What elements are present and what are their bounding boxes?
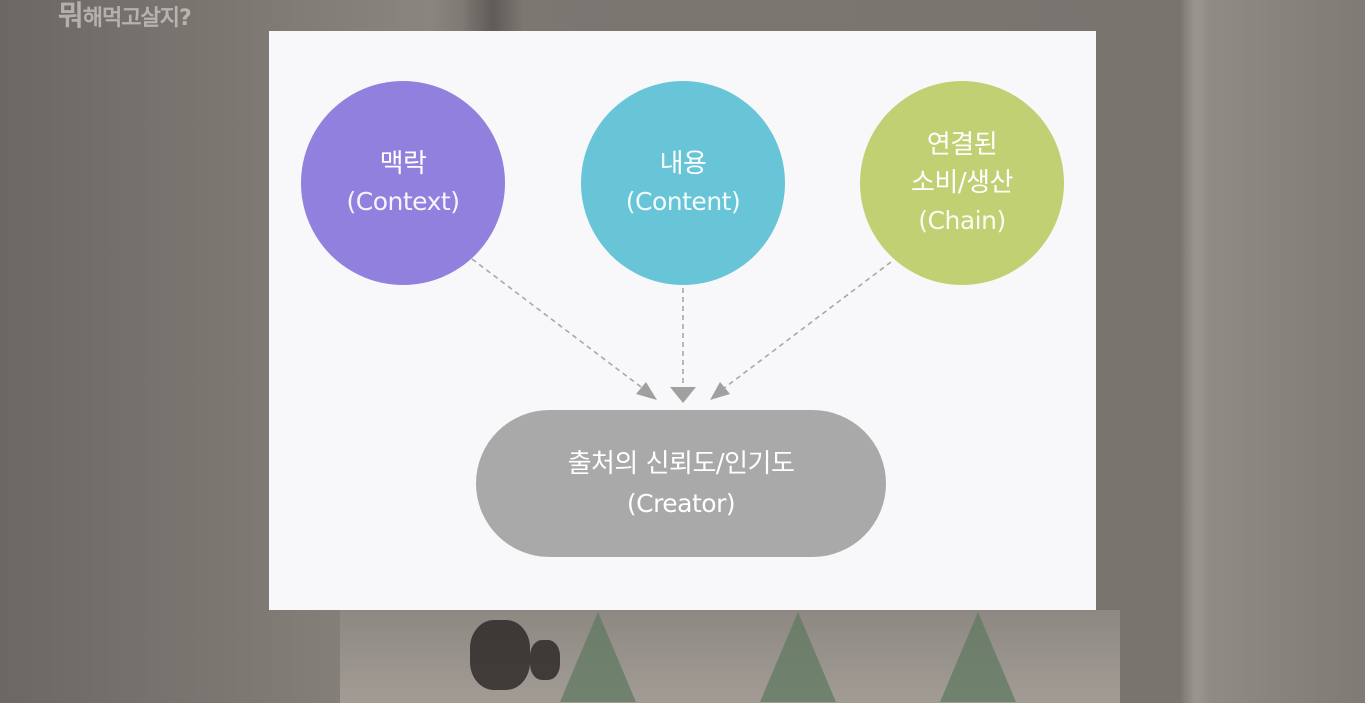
node-chain-label-kr-line2: 소비/생산: [911, 168, 1013, 198]
node-content-label-en: (Content): [625, 187, 741, 216]
node-creator-label-kr: 출처의 신뢰도/인기도: [567, 448, 795, 479]
diagram-slide: 맥락 (Context) 내용 (Content) 연결된 소비/생산 (Cha…: [269, 31, 1096, 610]
node-creator-label-en: (Creator): [626, 488, 736, 518]
node-creator: 출처의 신뢰도/인기도 (Creator): [476, 410, 886, 557]
edge-context-creator: [471, 258, 657, 400]
background-dark-shape-1: [470, 620, 530, 690]
channel-logo-part-b: 해먹고살지?: [82, 6, 192, 31]
channel-logo-part-a: 뭐: [58, 0, 84, 32]
edge-content-creator: [670, 288, 696, 403]
node-chain-label-en: (Chain): [918, 206, 1006, 235]
background-pole-right: [1180, 0, 1210, 703]
background-plant-3: [940, 612, 1016, 702]
node-context-label-en: (Context): [346, 187, 460, 216]
background-dark-shape-2: [530, 640, 560, 680]
node-context: 맥락 (Context): [301, 81, 505, 285]
background-plant-1: [560, 612, 636, 702]
node-chain-label-kr-line1: 연결된: [926, 130, 998, 160]
node-content-label-kr: 내용: [659, 149, 707, 179]
node-chain: 연결된 소비/생산 (Chain): [860, 81, 1064, 285]
node-content: 내용 (Content): [581, 81, 785, 285]
edge-chain-creator: [710, 261, 892, 400]
node-context-label-kr: 맥락: [379, 149, 427, 179]
background-plant-2: [760, 612, 836, 702]
channel-logo: 뭐해먹고살지?: [58, 0, 192, 34]
